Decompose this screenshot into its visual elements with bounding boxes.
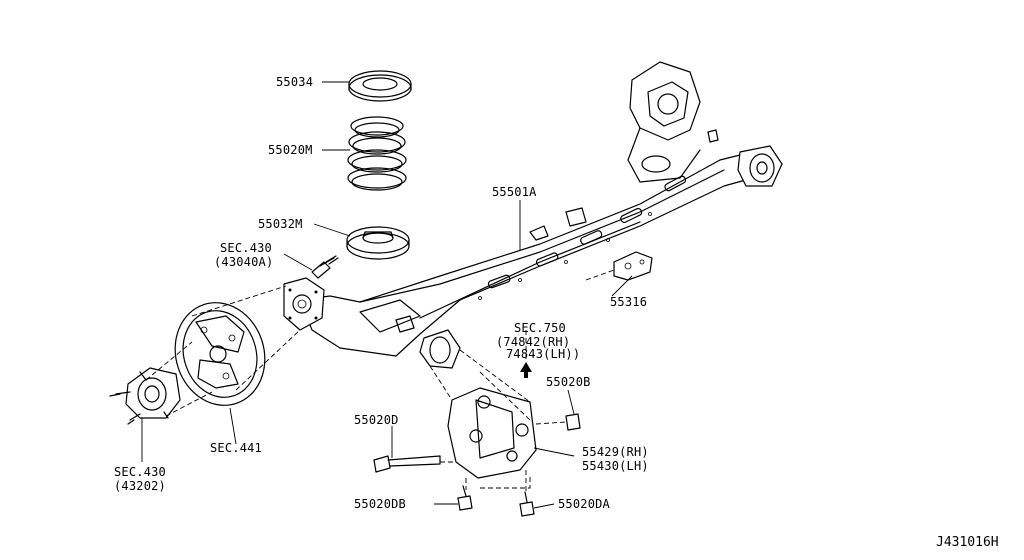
- label-sec750-rh: (74842(RH): [496, 335, 570, 349]
- hub-bolt-top: [311, 255, 339, 279]
- label-55032M: 55032M: [258, 217, 303, 231]
- label-sec430-top-sub: (43040A): [214, 255, 273, 269]
- label-55020B: 55020B: [546, 375, 591, 389]
- bolt-55020DA: [519, 491, 535, 517]
- assembly-lines: [145, 269, 615, 492]
- label-55430: 55430(LH): [582, 459, 649, 473]
- label-55429: 55429(RH): [582, 445, 649, 459]
- label-55020DB: 55020DB: [354, 497, 406, 511]
- lower-spring-seat: [346, 226, 410, 260]
- bracket-55316: [613, 251, 653, 281]
- wheel-hub: [109, 367, 181, 425]
- label-55020D: 55020D: [354, 413, 399, 427]
- lower-bracket: [447, 387, 537, 479]
- label-sec750: SEC.750: [514, 321, 566, 335]
- label-sec441: SEC.441: [210, 441, 262, 455]
- bolt-55020DB: [457, 485, 473, 511]
- upper-spring-seat: [348, 70, 412, 102]
- coil-spring: [347, 116, 407, 191]
- label-55501A: 55501A: [492, 185, 537, 199]
- bolt-55020D: [373, 455, 441, 473]
- bolt-55020B: [565, 413, 581, 431]
- label-sec430-bottom-sub: (43202): [114, 479, 166, 493]
- leader-lines: [141, 81, 633, 509]
- diagram-id: J431016H: [936, 535, 999, 550]
- label-sec750-lh: 74843(LH)): [506, 347, 580, 361]
- label-sec430-bottom: SEC.430: [114, 465, 166, 479]
- sec750-arrow: [520, 362, 532, 378]
- label-55034: 55034: [276, 75, 313, 89]
- rear-axle-beam: [283, 61, 783, 369]
- label-55020M: 55020M: [268, 143, 313, 157]
- label-55316: 55316: [610, 295, 647, 309]
- brake-backing-plate: [174, 302, 266, 406]
- label-sec430-top: SEC.430: [220, 241, 272, 255]
- label-55020DA: 55020DA: [558, 497, 611, 511]
